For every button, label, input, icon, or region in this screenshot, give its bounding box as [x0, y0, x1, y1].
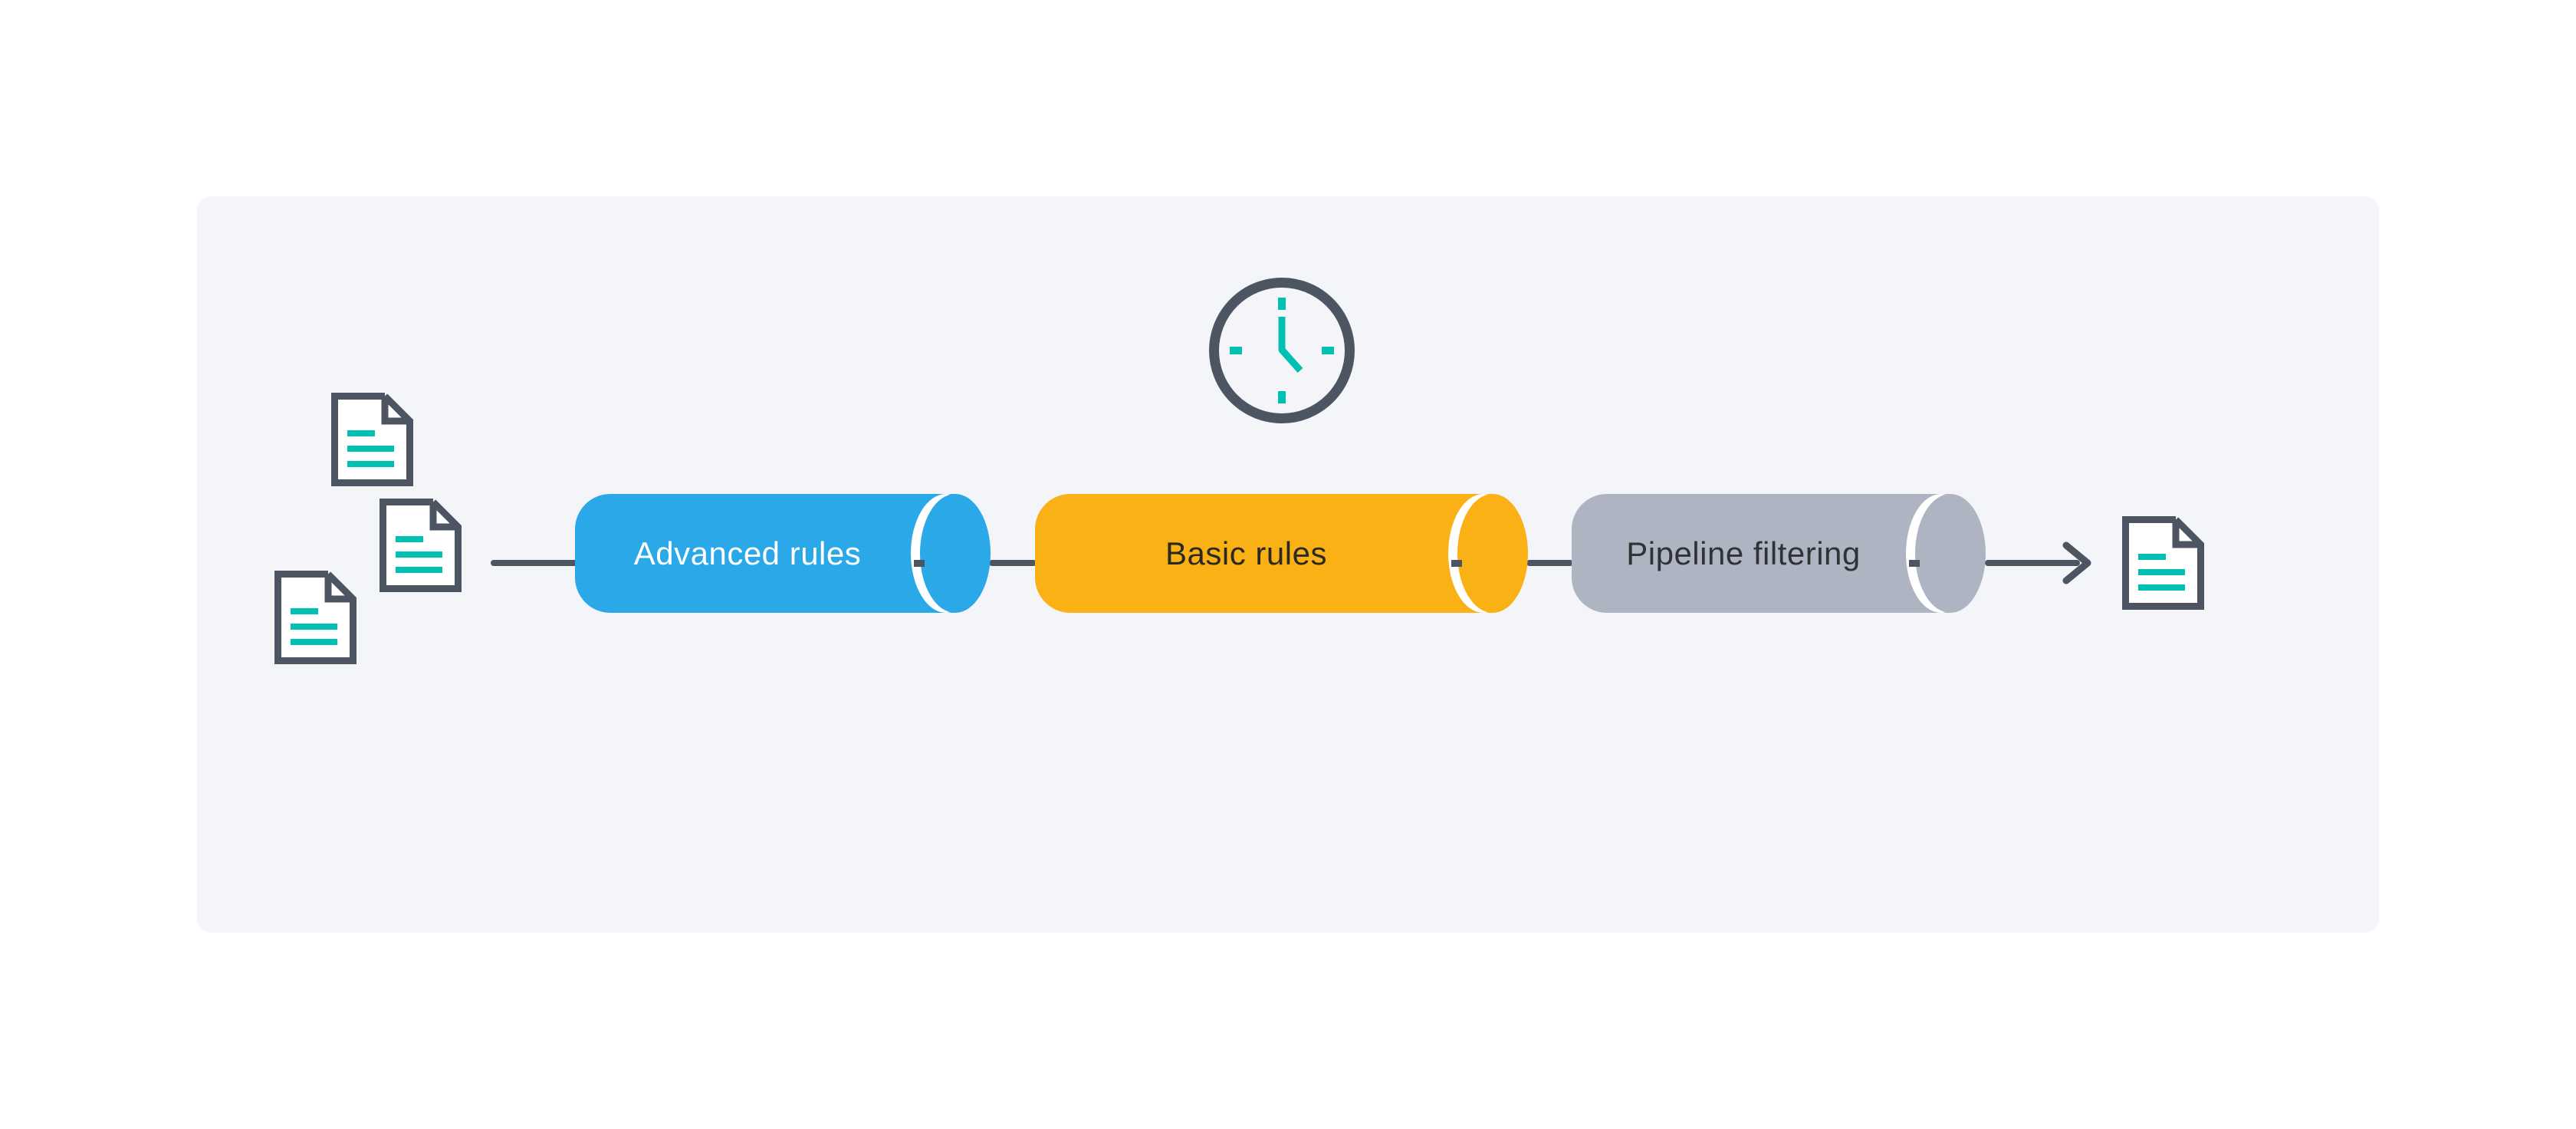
connector-line-output	[1985, 560, 2080, 566]
document-text-line	[2138, 569, 2185, 575]
clock-icon	[1209, 278, 1355, 423]
connector-dash	[1909, 560, 1920, 567]
clock-minute-hand	[1278, 317, 1286, 351]
cylinder-cap	[920, 494, 991, 613]
document-icon output-document	[2122, 516, 2204, 610]
document-outline	[2122, 516, 2204, 610]
document-icon input-document-1	[331, 393, 413, 486]
cylinder-body	[1035, 494, 1493, 613]
document-text-line	[347, 430, 375, 436]
connector-line-input	[491, 560, 578, 566]
document-text-line	[2138, 584, 2185, 591]
clock-tick-6	[1278, 391, 1286, 403]
document-icon input-document-3	[274, 571, 356, 664]
stage-advanced-rules: Advanced rules	[575, 494, 991, 613]
stage-basic-rules: Basic rules	[1035, 494, 1528, 613]
document-text-line	[2138, 554, 2166, 560]
stage-label: Basic rules	[1165, 535, 1327, 571]
document-text-line	[396, 536, 423, 542]
stage-label: Pipeline filtering	[1626, 535, 1861, 571]
document-fold	[381, 396, 410, 425]
document-fold	[429, 502, 458, 531]
document-outline	[331, 393, 413, 486]
document-text-line	[291, 608, 318, 614]
document-fold	[2172, 519, 2201, 548]
clock-tick-9	[1230, 347, 1242, 354]
document-icon input-document-2	[380, 499, 462, 592]
cylinder-body	[575, 494, 955, 613]
clock-tick-3	[1322, 347, 1334, 354]
document-outline	[274, 571, 356, 664]
connector-dash	[914, 560, 925, 567]
connector-line-1	[989, 560, 1037, 566]
document-text-line	[347, 446, 394, 452]
diagram-panel: Advanced rules Basic rules Pipeline filt…	[197, 196, 2379, 933]
clock-tick-12	[1278, 298, 1286, 310]
document-text-line	[291, 639, 337, 645]
clock-hour-hand	[1278, 347, 1303, 373]
arrow-right-icon	[2062, 541, 2095, 585]
document-text-line	[396, 551, 442, 558]
cylinder-cap	[1457, 494, 1528, 613]
document-outline	[380, 499, 462, 592]
cylinder-cap	[1915, 494, 1986, 613]
clock-ring	[1209, 278, 1355, 423]
document-text-line	[347, 461, 394, 467]
arrow-head	[2062, 541, 2091, 584]
document-text-line	[396, 567, 442, 573]
cylinder-body	[1572, 494, 1950, 613]
document-fold	[324, 574, 353, 603]
connector-line-2	[1526, 560, 1573, 566]
connector-dash	[1451, 560, 1462, 567]
stage-label: Advanced rules	[633, 535, 862, 571]
stage-pipeline-filtering: Pipeline filtering	[1572, 494, 1986, 613]
document-text-line	[291, 624, 337, 630]
